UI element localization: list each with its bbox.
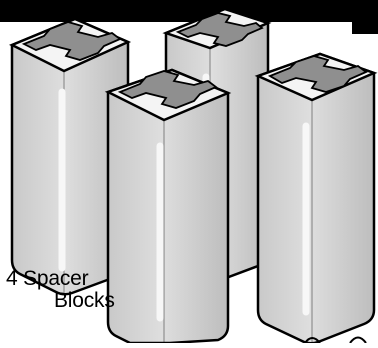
caption-line-2: Blocks	[54, 289, 115, 312]
caption-line-1: 4 Spacer	[6, 267, 89, 290]
spacer-block-front	[104, 68, 232, 345]
caption-label: 4 Spacer Blocks	[6, 268, 136, 343]
cropped-circle-right	[349, 336, 367, 344]
spacer-block-right	[254, 52, 378, 345]
cropped-circle-left	[304, 337, 321, 344]
black-banner-band	[0, 0, 378, 22]
